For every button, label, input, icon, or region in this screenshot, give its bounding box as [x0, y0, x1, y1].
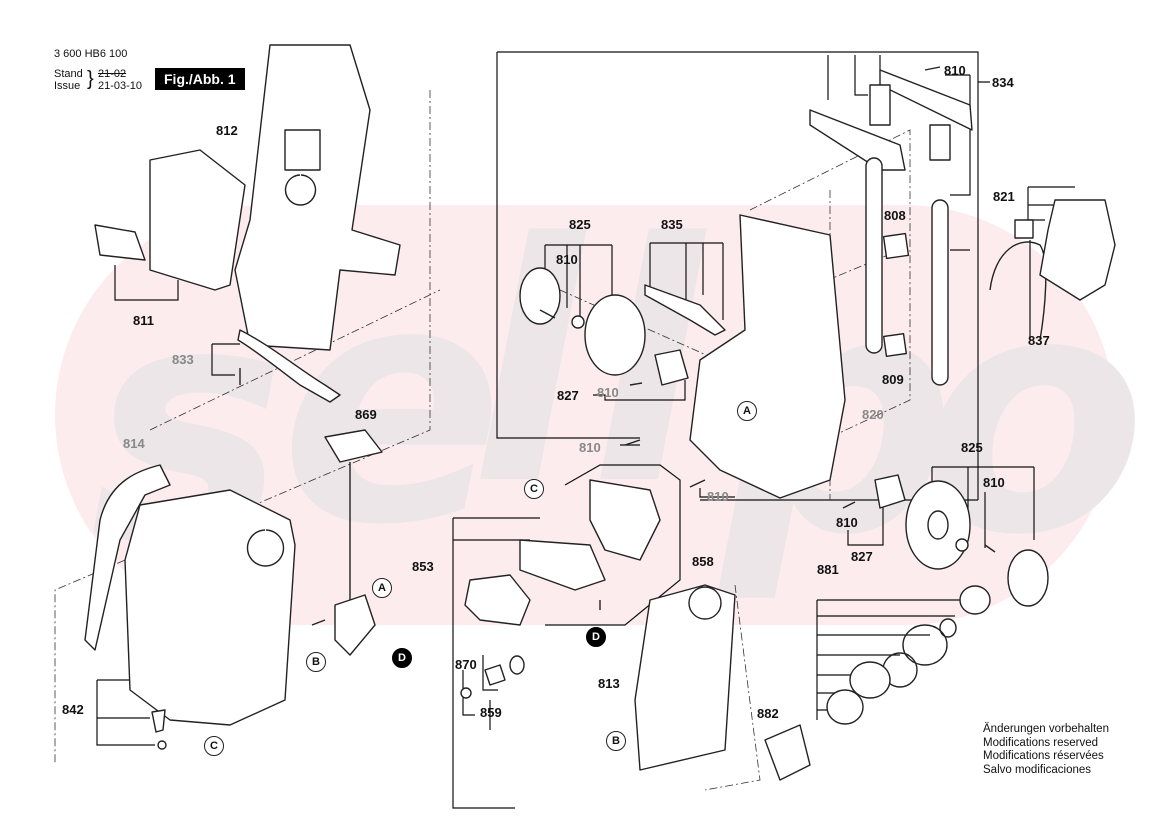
- part-label-810-wheel-left: 810: [556, 252, 578, 267]
- part-835-latch: [644, 284, 726, 336]
- part-834-bracket-top: [879, 69, 973, 131]
- part-label-827-left: 827: [557, 388, 579, 403]
- note-line-es: Salvo modificaciones: [983, 763, 1092, 776]
- old-date: 21-02: [98, 68, 127, 80]
- part-881-body: [826, 689, 864, 725]
- part-842-plug: [151, 709, 166, 733]
- watermark-letter-l1: l: [470, 173, 584, 557]
- issue-date: 21-03-10: [98, 80, 143, 92]
- bracket-811: [114, 265, 179, 301]
- bracket-833: [211, 343, 240, 376]
- part-825-wheel-cap-right: [1007, 549, 1049, 607]
- part-813-front-panel: [634, 584, 736, 771]
- part-label-810-axle-right: 810: [836, 515, 858, 530]
- note-line-de: Änderungen vorbehalten: [983, 723, 1109, 735]
- part-853-pump: [464, 574, 531, 626]
- part-825-wheel-left: [584, 294, 646, 376]
- part-tube-right: [931, 199, 949, 386]
- bracket-835: [649, 242, 724, 320]
- part-821-cover: [1039, 199, 1116, 301]
- part-label-833: 833: [172, 352, 194, 367]
- part-label-869: 869: [355, 407, 377, 422]
- part-label-814: 814: [123, 436, 145, 451]
- part-label-834: 834: [992, 75, 1014, 90]
- part-858-cover: [589, 479, 661, 561]
- part-882-strainer: [764, 724, 811, 781]
- part-853-motor: [519, 539, 606, 591]
- part-859-fitting: [484, 664, 506, 686]
- bracket-842: [96, 679, 155, 746]
- part-label-810-frame-bottom: 810: [707, 489, 729, 504]
- reference-marker-b-tank: B: [306, 652, 326, 672]
- part-tube-left: [865, 157, 883, 354]
- bracket-825-left: [544, 244, 613, 320]
- part-label-821: 821: [993, 189, 1015, 204]
- part-label-842: 842: [62, 702, 84, 717]
- note-line-fr: Modifications réservées: [983, 750, 1104, 762]
- part-label-812: 812: [216, 123, 238, 138]
- part-809-label: [883, 333, 907, 357]
- reference-marker-c-motor: C: [524, 479, 544, 499]
- part-837-wire: [989, 241, 1047, 341]
- part-827-axle-left: [654, 349, 689, 386]
- part-820-frame: [689, 214, 846, 499]
- part-label-881: 881: [817, 562, 839, 577]
- part-825-wheel-cap-left: [519, 267, 561, 325]
- part-label-825-right: 825: [961, 440, 983, 455]
- part-label-858: 858: [692, 554, 714, 569]
- part-833-strip: [237, 329, 341, 403]
- bracket-827: [593, 380, 686, 401]
- part-tank-body: [124, 489, 296, 726]
- part-bosch-badge: [94, 224, 146, 261]
- part-881-nut: [849, 661, 891, 699]
- part-881-oring-large: [902, 624, 948, 666]
- reference-marker-a-frame: A: [737, 401, 757, 421]
- bracket-821: [1027, 186, 1080, 235]
- figure-label: Fig./Abb. 1: [155, 68, 245, 90]
- stand-label: Stand: [54, 68, 83, 80]
- modifications-note: Änderungen vorbehalten Modifications res…: [983, 723, 1109, 777]
- part-814-side-panel: [84, 464, 171, 651]
- part-label-810-handle: 810: [944, 63, 966, 78]
- part-827-axle-right: [874, 474, 906, 509]
- part-sensor-bracket: [334, 594, 376, 656]
- part-label-810-frame-left: 810: [579, 440, 601, 455]
- reference-marker-c-plug: C: [204, 736, 224, 756]
- part-label-859: 859: [480, 705, 502, 720]
- issue-label: Issue: [54, 80, 81, 92]
- part-label-820: 820: [862, 407, 884, 422]
- part-label-882: 882: [757, 706, 779, 721]
- part-label-835: 835: [661, 217, 683, 232]
- part-label-827-right: 827: [851, 549, 873, 564]
- part-859-seal: [509, 655, 525, 675]
- part-label-810-axle-left: 810: [597, 385, 619, 400]
- part-869-cap: [324, 429, 383, 463]
- part-834-handle: [809, 109, 906, 171]
- part-label-825-left: 825: [569, 217, 591, 232]
- part-881-cap: [959, 585, 991, 615]
- part-label-808: 808: [884, 208, 906, 223]
- part-label-837: 837: [1028, 333, 1050, 348]
- note-line-en: Modifications reserved: [983, 736, 1099, 749]
- bracket-834: [945, 74, 990, 251]
- reference-marker-a-sensor: A: [372, 578, 392, 598]
- part-label-809: 809: [882, 372, 904, 387]
- brace-icon: }: [87, 68, 94, 90]
- part-label-810-wheel-right: 810: [983, 475, 1005, 490]
- part-label-813: 813: [598, 676, 620, 691]
- reference-marker-b-panel: B: [606, 731, 626, 751]
- part-808-label: [882, 232, 910, 260]
- bracket-858: [545, 464, 681, 626]
- part-812-upper-housing: [234, 44, 401, 351]
- part-label-870: 870: [455, 657, 477, 672]
- bracket-853: [452, 517, 540, 809]
- part-label-853: 853: [412, 559, 434, 574]
- assembly-frame: [496, 51, 979, 500]
- part-825-wheel-right: [905, 480, 971, 570]
- part-label-811: 811: [133, 313, 154, 328]
- part-811-cover: [149, 149, 246, 291]
- reference-marker-d-sensor: D: [392, 648, 412, 668]
- reference-marker-d-motor: D: [586, 627, 606, 647]
- doc-number: 3 600 HB6 100: [54, 48, 128, 60]
